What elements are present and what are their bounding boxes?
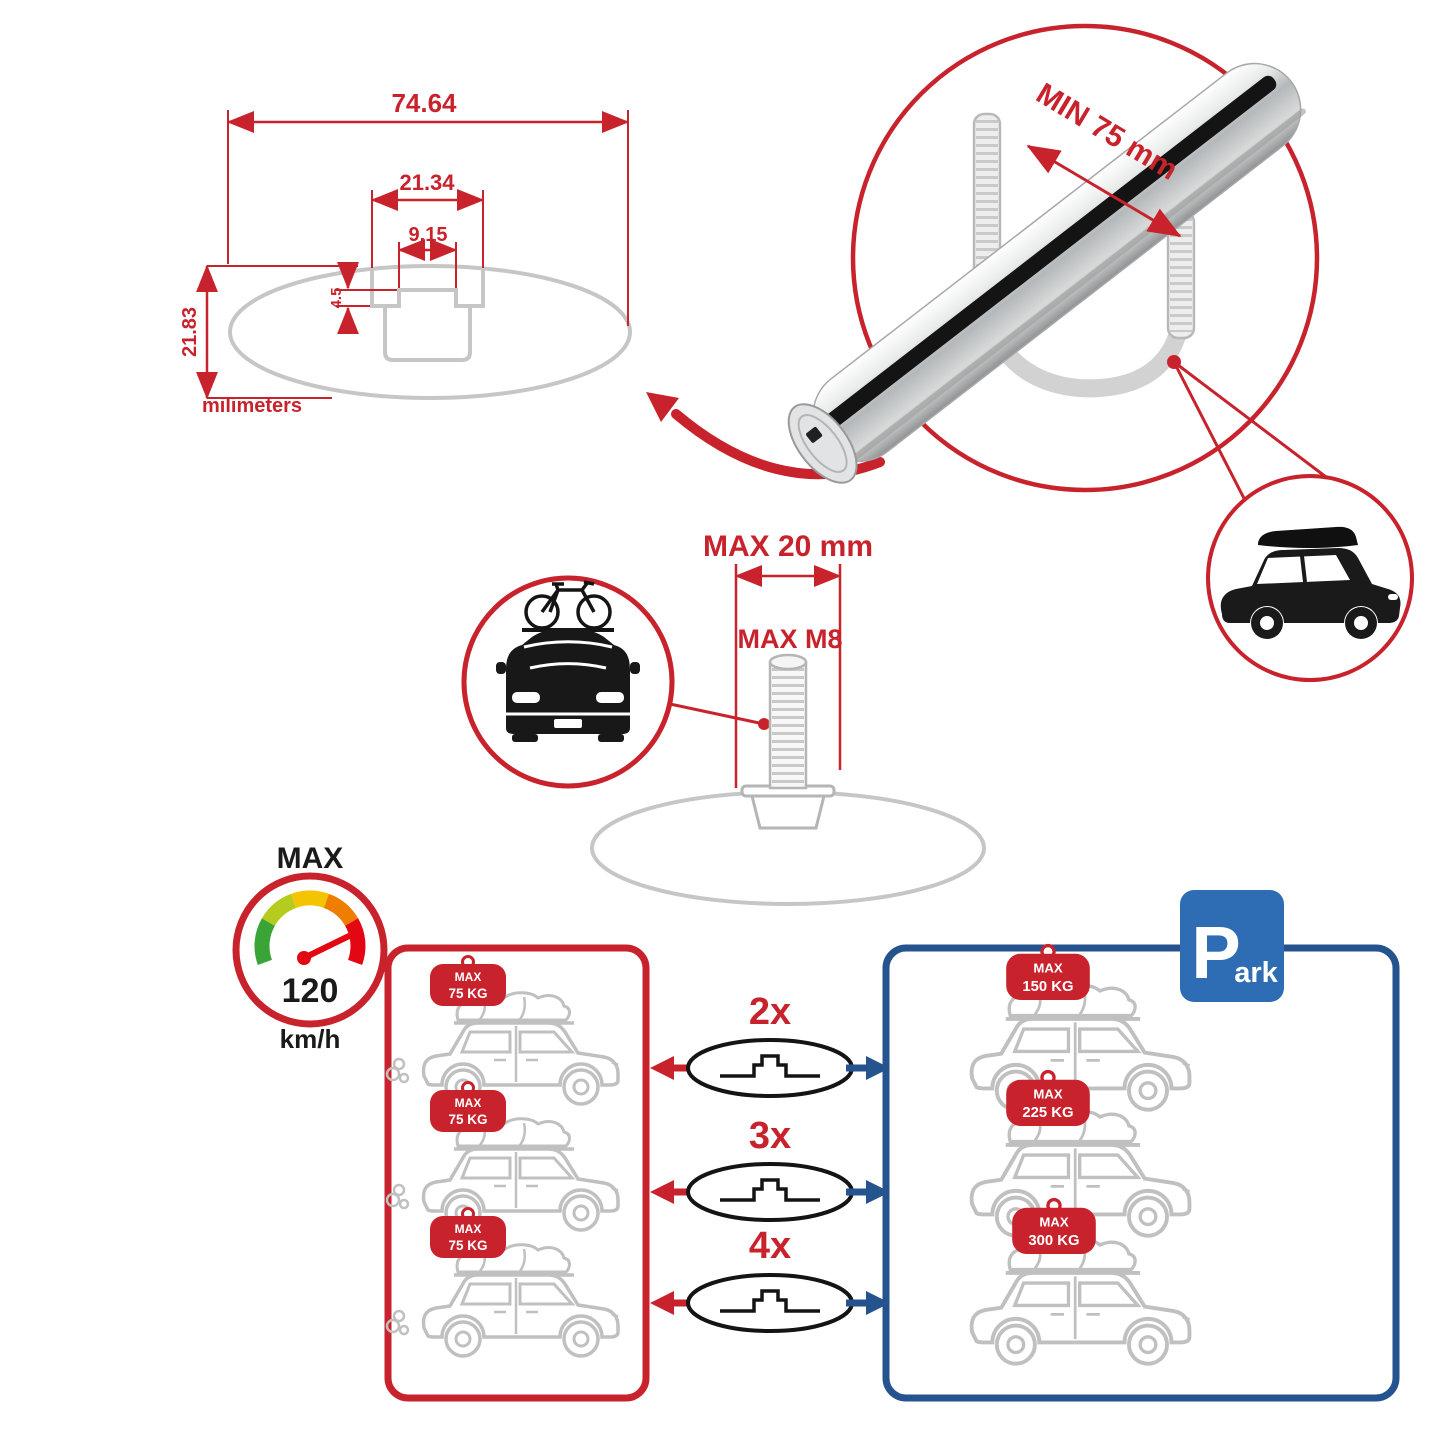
tag-weight-label: 225 KG bbox=[1022, 1105, 1073, 1121]
crossbar-profile-icon bbox=[686, 1273, 854, 1333]
suv-roofbox-scene bbox=[1206, 474, 1414, 682]
speed-value: 120 bbox=[282, 972, 339, 1010]
tag-weight-label: 150 KG bbox=[1022, 979, 1073, 995]
tag-max-label: MAX bbox=[455, 1096, 482, 1110]
bike-car-scene bbox=[461, 575, 770, 789]
tag-max-label: MAX bbox=[1033, 961, 1063, 976]
dim-total-height-label: 21.83 bbox=[179, 307, 201, 357]
t-slot-adapter bbox=[750, 794, 826, 830]
max-thread-label: MAX M8 bbox=[737, 624, 842, 654]
crossbar-profile-ellipse bbox=[228, 264, 632, 400]
tag-max-label: MAX bbox=[1033, 1087, 1063, 1102]
crossbar-count-rows: 2x 3x 4x bbox=[650, 991, 890, 1333]
crossbar-render-scene: MIN 75 mm bbox=[787, 23, 1331, 511]
threaded-bolt bbox=[768, 653, 808, 790]
count-4x-label: 4x bbox=[749, 1225, 791, 1267]
tag-max-label: MAX bbox=[1039, 1215, 1069, 1230]
driving-cars: MAX 75 KG MAX 75 KG MAX 75 KG bbox=[385, 955, 620, 1358]
tag-weight-label: 75 KG bbox=[448, 986, 487, 1001]
weight-tag: MAX 75 KG bbox=[430, 955, 506, 1006]
bolt-detail: MAX 20 mm MAX M8 bbox=[590, 530, 986, 906]
min-spacing-arrow bbox=[1026, 144, 1182, 238]
max-length-label: MAX 20 mm bbox=[703, 530, 873, 563]
parking-suffix: ark bbox=[1234, 957, 1278, 989]
weight-tag: MAX 150 KG bbox=[1006, 943, 1090, 1000]
tag-max-label: MAX bbox=[455, 1222, 482, 1236]
dim-slot-depth-label: 4.5 bbox=[328, 288, 345, 309]
weight-tag: MAX 75 KG bbox=[430, 1081, 506, 1132]
parking-sign: P ark bbox=[1180, 890, 1284, 1002]
speed-limit-gauge: MAX 120 km/h bbox=[232, 842, 388, 1054]
dim-channel-width-label: 21.34 bbox=[399, 170, 455, 195]
dim-total-width-label: 74.64 bbox=[391, 88, 457, 118]
speed-max-label: MAX bbox=[277, 842, 344, 875]
units-label: milimeters bbox=[202, 395, 302, 417]
car-front-icon bbox=[496, 628, 640, 742]
tag-weight-label: 75 KG bbox=[448, 1238, 487, 1253]
profile-channel-outline bbox=[370, 270, 485, 308]
gauge-needle bbox=[301, 933, 352, 961]
weight-tag: MAX 225 KG bbox=[1006, 1069, 1090, 1126]
dim-slot-width-label: 9.15 bbox=[409, 224, 448, 246]
tag-max-label: MAX bbox=[455, 970, 482, 984]
speed-unit: km/h bbox=[280, 1024, 341, 1054]
weight-tag: MAX 300 KG bbox=[1012, 1197, 1096, 1254]
count-3x-label: 3x bbox=[749, 1115, 791, 1157]
crossbar-profile-icon bbox=[686, 1162, 854, 1222]
tag-weight-label: 75 KG bbox=[448, 1112, 487, 1127]
parked-cars: MAX 150 KG MAX 225 KG MAX 300 KG bbox=[969, 943, 1192, 1366]
weight-tag: MAX 75 KG bbox=[430, 1207, 506, 1258]
profile-dimension-drawing: 74.64 21.34 9.15 4.5 21.83 milimeters bbox=[179, 88, 632, 417]
parking-letter: P bbox=[1191, 911, 1240, 994]
profile-cavity-outline bbox=[383, 306, 472, 362]
count-2x-label: 2x bbox=[749, 991, 791, 1033]
tag-weight-label: 300 KG bbox=[1028, 1233, 1079, 1249]
roof-box bbox=[1258, 526, 1358, 548]
crossbar-profile-icon bbox=[686, 1038, 854, 1098]
